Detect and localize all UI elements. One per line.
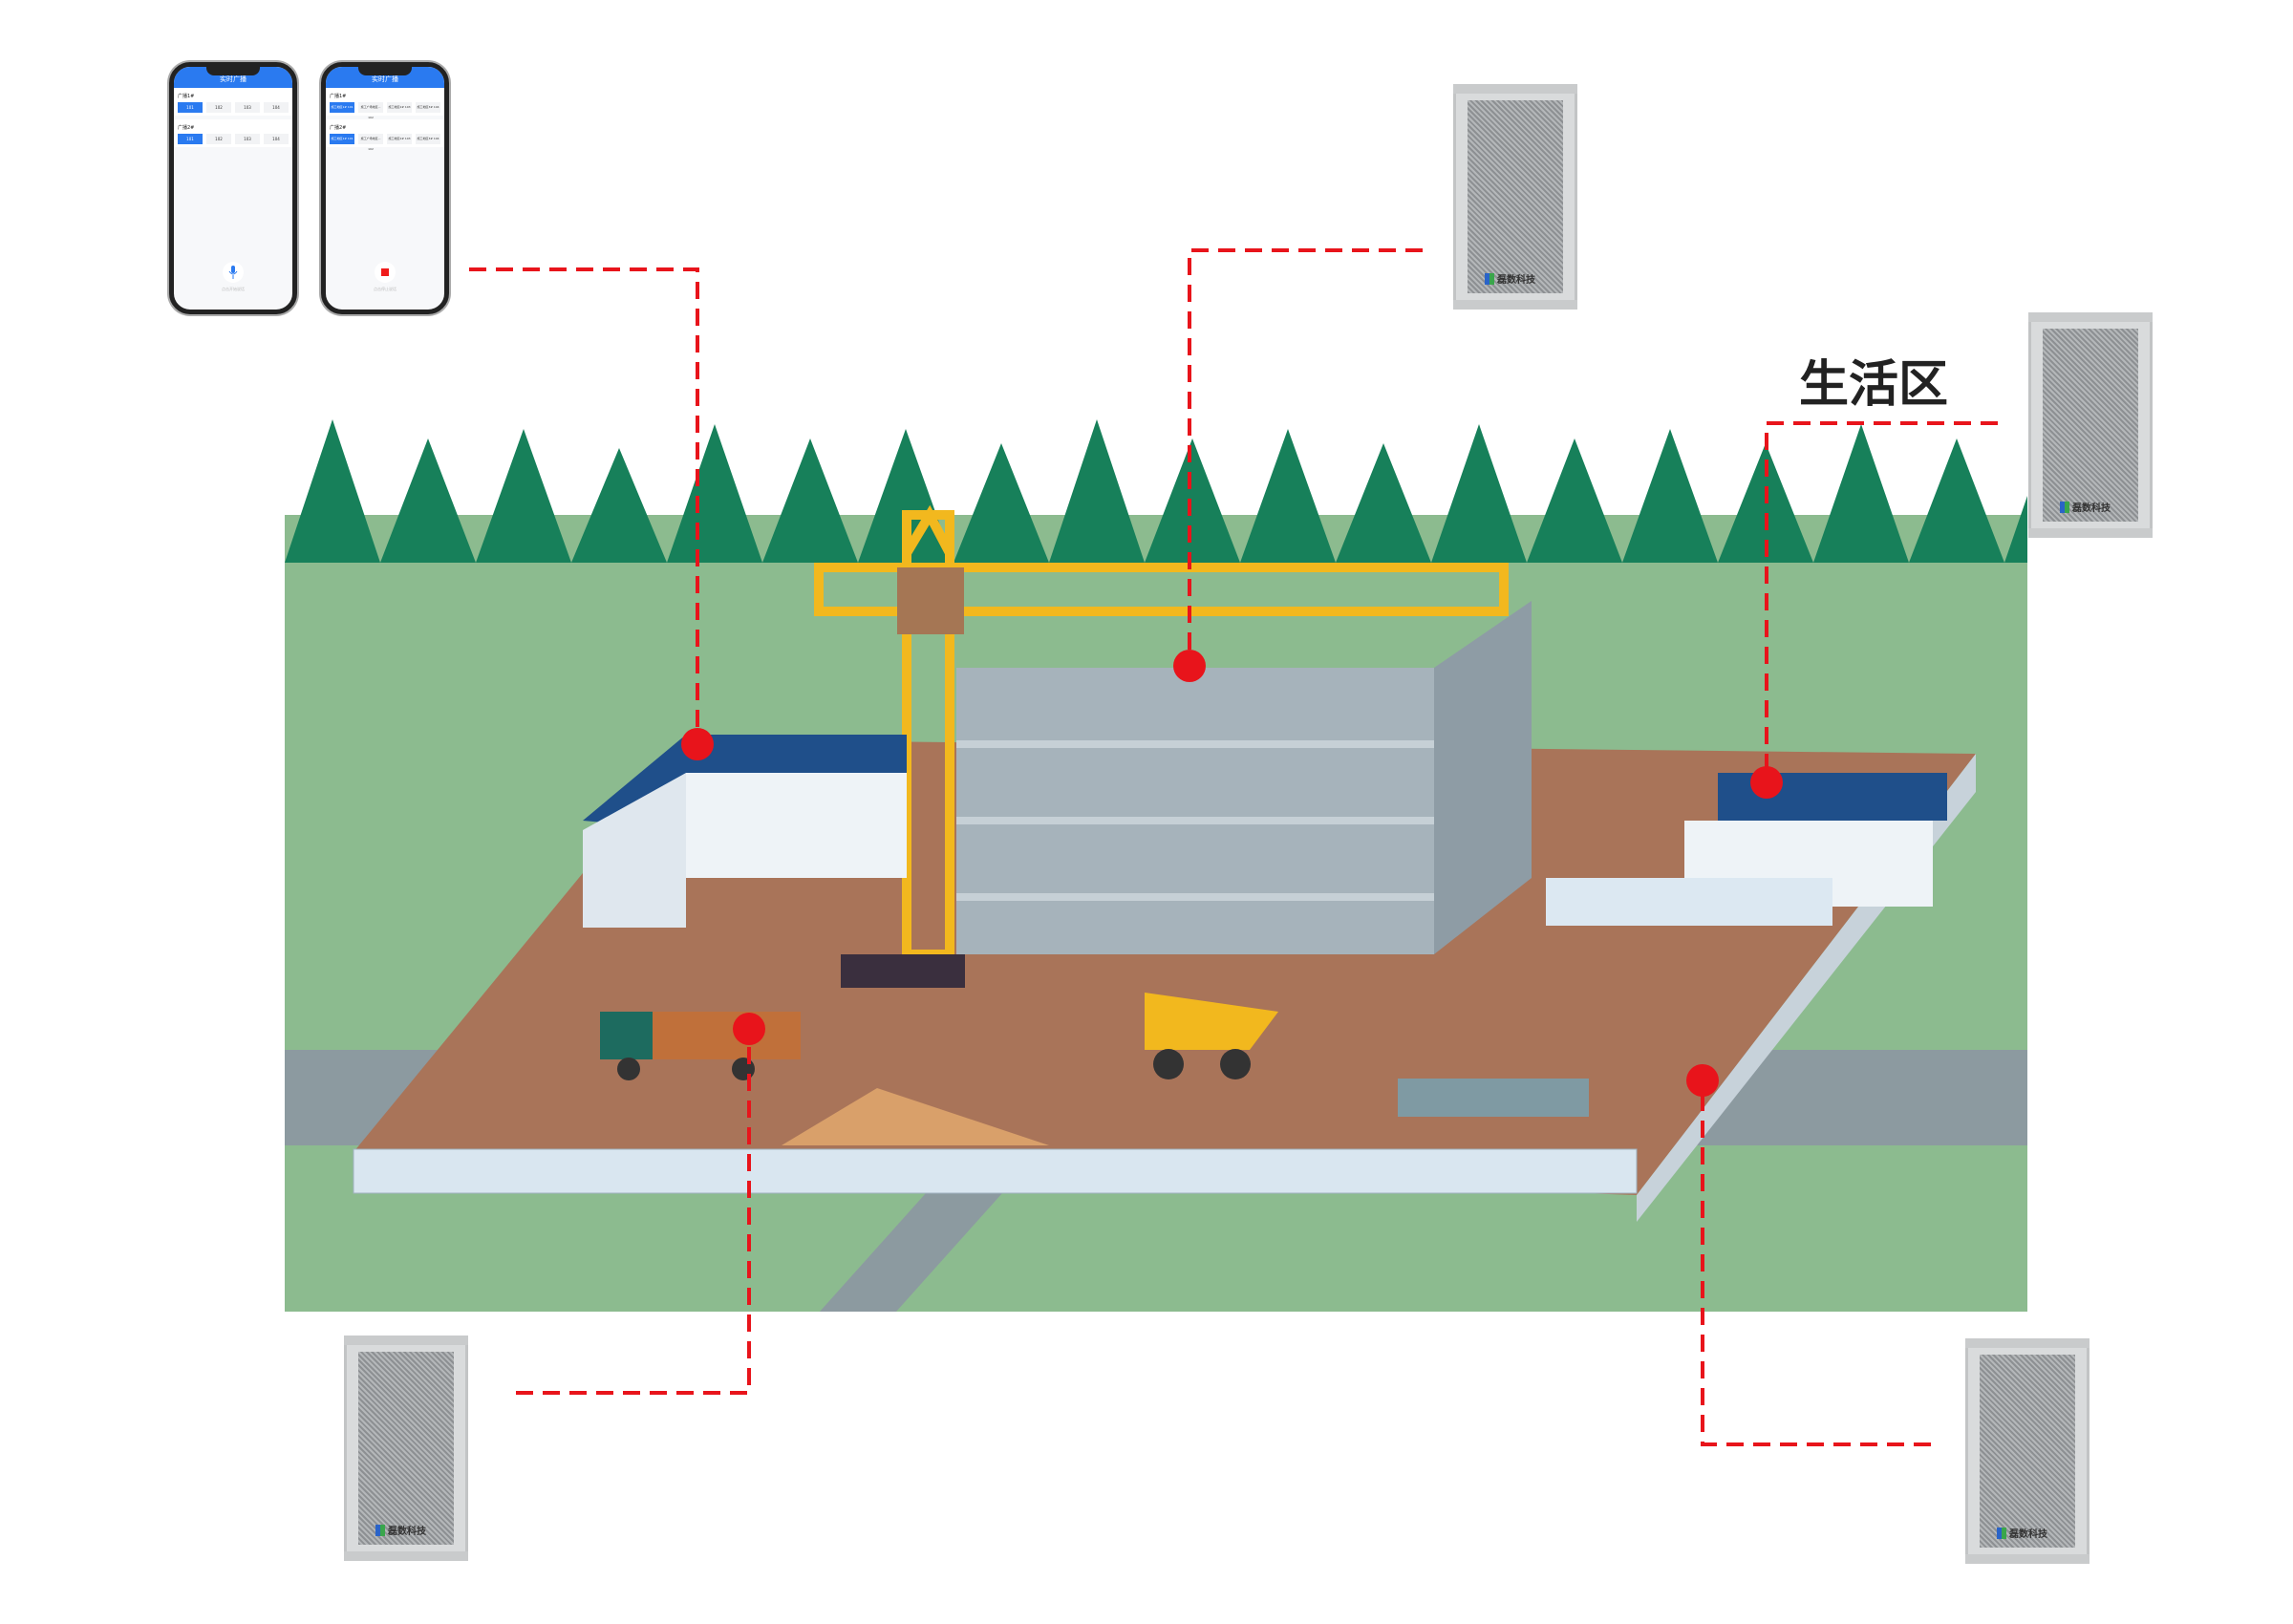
chip[interactable]: 104 <box>264 102 289 113</box>
tree-line <box>285 419 2027 563</box>
dormitory-huts <box>1546 773 1947 926</box>
chip[interactable]: 103 <box>235 102 260 113</box>
column-speaker-right: 磊数科技 <box>2028 312 2153 538</box>
column-speaker-bottom-left: 磊数科技 <box>344 1336 468 1561</box>
phone-hint: 点击停止说话 <box>374 287 396 291</box>
microphone-icon[interactable] <box>223 262 244 283</box>
connection-line <box>469 267 699 744</box>
brand-logo: 磊数科技 <box>2060 500 2111 514</box>
sand-pile <box>782 1088 1049 1145</box>
office-building <box>583 735 907 928</box>
chip[interactable]: 施工地区1# 101 <box>330 102 354 113</box>
chip[interactable]: 101 <box>178 134 203 144</box>
zone-label-living-area: 生活区 <box>1799 356 1949 414</box>
chip[interactable]: 施工地区2# 103 <box>387 134 412 144</box>
column-speaker-bottom-right: 磊数科技 <box>1965 1338 2089 1564</box>
location-dot <box>1173 650 1206 682</box>
chip[interactable]: 施工地区1# 101 <box>330 134 354 144</box>
phone-hint: 点击开始说话 <box>222 287 245 291</box>
connection-line <box>1765 421 1998 782</box>
phone-title: 实时广播 <box>326 67 444 88</box>
brand-logo: 磊数科技 <box>375 1523 426 1537</box>
chip[interactable]: 施工广场地区... 102 <box>358 134 383 151</box>
location-dot <box>1750 766 1783 799</box>
connection-line <box>516 1029 751 1395</box>
road-diagonal <box>820 1184 1011 1312</box>
phone-title: 实时广播 <box>174 67 292 88</box>
location-dot <box>1686 1064 1719 1097</box>
fence <box>353 1148 1638 1194</box>
chip[interactable]: 104 <box>264 134 289 144</box>
group-title: 广播2# <box>330 125 347 131</box>
chip[interactable]: 103 <box>235 134 260 144</box>
connection-line <box>1701 1080 1931 1446</box>
phone-mockup-1: 实时广播 广播1# 101 102 103 104 广播2# 101 102 1… <box>169 62 297 314</box>
chip[interactable]: 101 <box>178 102 203 113</box>
brand-logo: 磊数科技 <box>1997 1526 2047 1540</box>
group-title: 广播2# <box>178 125 195 131</box>
chip[interactable]: 施工地区2# 103 <box>387 102 412 113</box>
building-frame <box>956 601 1532 954</box>
chip[interactable]: 102 <box>206 134 231 144</box>
column-speaker-top: 磊数科技 <box>1453 84 1577 310</box>
chip[interactable]: 施工广场地区... 102 <box>358 102 383 119</box>
chip[interactable]: 施工地区3# 104 <box>416 134 440 144</box>
brand-logo: 磊数科技 <box>1485 271 1535 286</box>
chip[interactable]: 施工地区3# 104 <box>416 102 440 113</box>
water-pool <box>1398 1079 1589 1117</box>
stop-icon[interactable] <box>375 262 396 283</box>
truck <box>600 1012 801 1080</box>
location-dot <box>681 728 714 760</box>
location-dot <box>733 1013 765 1045</box>
group-title: 广播1# <box>330 94 347 99</box>
group-title: 广播1# <box>178 94 195 99</box>
chip[interactable]: 102 <box>206 102 231 113</box>
crane-cabin <box>897 567 964 634</box>
connection-line <box>1188 248 1423 666</box>
dump-truck <box>1145 993 1278 1079</box>
phone-mockup-2: 实时广播 广播1# 施工地区1# 101 施工广场地区... 102 施工地区2… <box>321 62 449 314</box>
construction-site-illustration <box>285 324 2027 1312</box>
